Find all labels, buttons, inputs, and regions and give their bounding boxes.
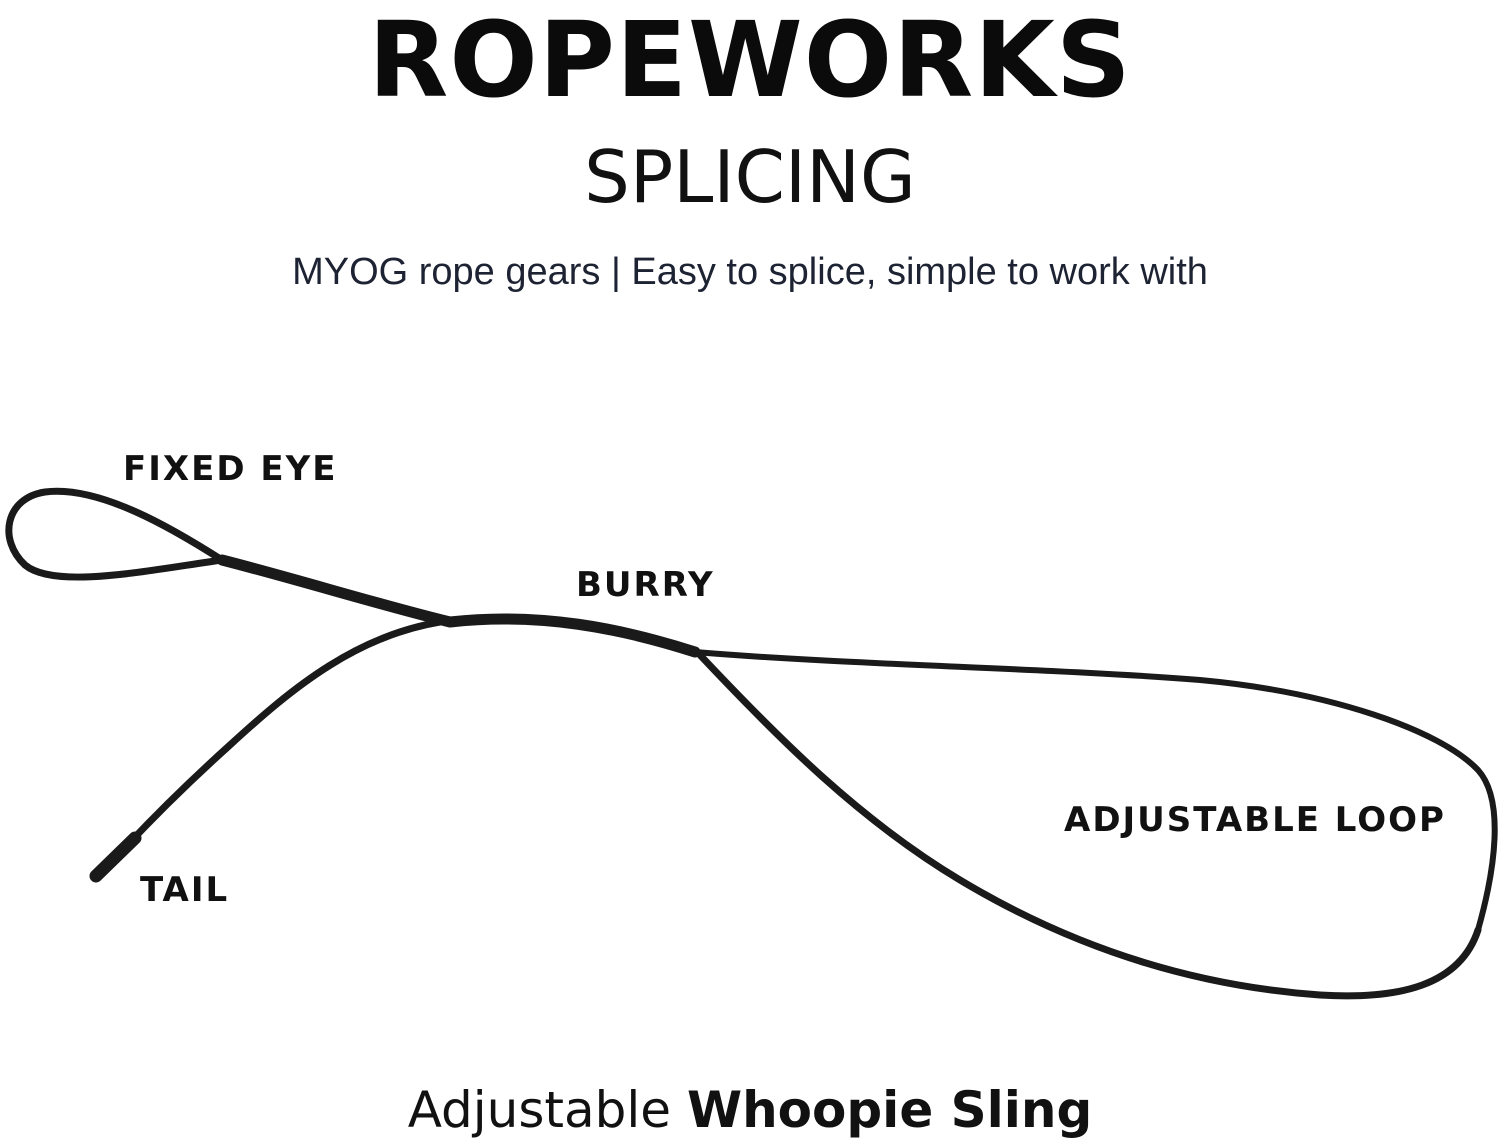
fixed-eye-loop (5, 487, 226, 581)
tail-tip (89, 831, 142, 883)
caption-product: Whoopie Sling (686, 1081, 1093, 1139)
product-caption: Adjustable Whoopie Sling (0, 1078, 1500, 1142)
adjustable-loop-lower (696, 651, 1482, 1000)
adjustable-loop-upper (692, 649, 1498, 933)
caption-prefix: Adjustable (407, 1081, 672, 1139)
label-tail: TAIL (140, 870, 230, 910)
tail-line (96, 616, 459, 879)
label-burry: BURRY (576, 565, 715, 605)
brand-subtitle: SPLICING (584, 135, 916, 219)
brand-title: ROPEWORKS (368, 0, 1132, 121)
label-adjustable-loop: ADJUSTABLE LOOP (1064, 800, 1446, 840)
tagline: MYOG rope gears | Easy to splice, simple… (292, 251, 1208, 293)
label-fixed-eye: FIXED EYE (123, 449, 338, 489)
rope (5, 487, 1498, 1000)
